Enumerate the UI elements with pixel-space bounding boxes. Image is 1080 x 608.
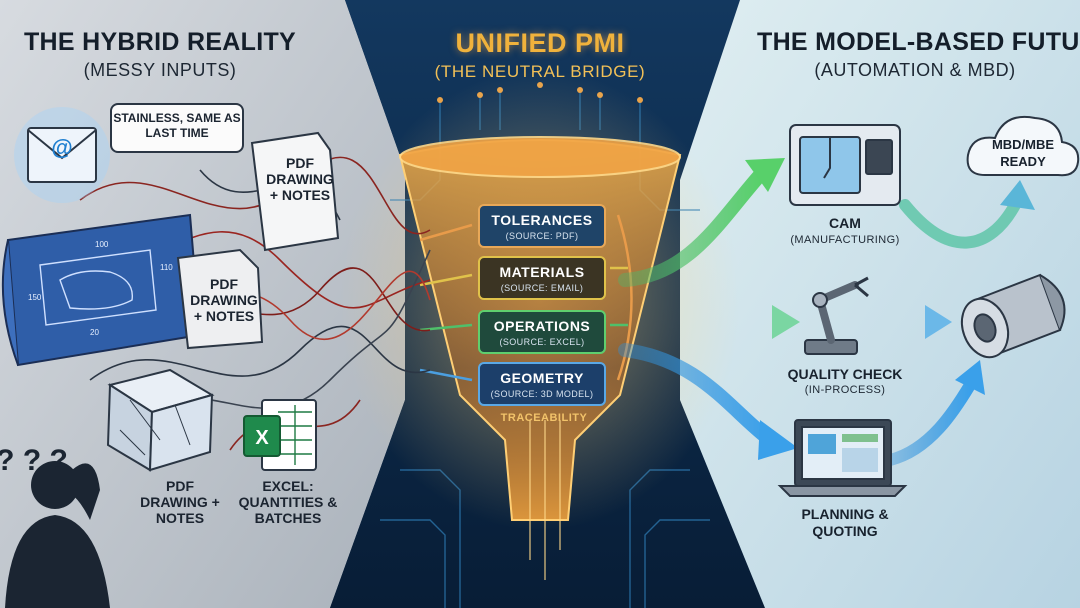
quality-check-sublabel: (IN-PROCESS) [804,384,886,396]
svg-text:@: @ [51,135,72,160]
pdf-doc-label-1: PDF DRAWING + NOTES [266,155,334,203]
email-icon: @ [14,107,110,203]
excel-label: EXCEL: QUANTITIES & BATCHES [238,478,338,526]
pmi-box-title: TOLERANCES [491,212,593,228]
excel-icon: X [243,399,317,471]
blueprint-drawing: 100 20 150 110 [1,213,202,367]
quality-check-label: QUALITY CHECK [787,366,903,382]
pmi-box-title: MATERIALS [499,264,585,280]
question-marks: ? ? ? [0,444,68,477]
cam-label: CAM [829,215,861,231]
pdf-document-1 [250,131,340,252]
pmi-box-operations: OPERATIONS (SOURCE: EXCEL) [478,310,606,354]
traceability-label: TRACEABILITY [500,412,588,424]
pmi-box-materials: MATERIALS (SOURCE: EMAIL) [478,256,606,300]
robot-arm-icon [804,276,869,355]
pmi-box-title: OPERATIONS [493,318,591,334]
pdf-doc-label-3: PDF DRAWING + NOTES [140,478,220,526]
cnc-machine-icon [789,124,901,206]
center-title: UNIFIED PMI [455,28,625,58]
cloud-label: MBD/MBE READY [991,137,1055,169]
dim-label: 20 [90,328,99,337]
speech-bubble-text: STAINLESS, SAME AS LAST TIME [113,111,241,140]
pmi-box-source: (SOURCE: 3D MODEL) [490,389,594,399]
svg-text:X: X [255,427,269,449]
machined-part-icon [960,273,1066,359]
left-subtitle: (MESSY INPUTS) [83,60,237,80]
right-subtitle: (AUTOMATION & MBD) [814,60,1016,80]
pmi-box-tolerances: TOLERANCES (SOURCE: PDF) [478,204,606,248]
laptop-icon [777,419,908,497]
planning-quoting-label: PLANNING & QUOTING [801,506,889,539]
pmi-box-source: (SOURCE: PDF) [505,231,579,241]
pmi-box-source: (SOURCE: EXCEL) [499,337,585,347]
cam-sublabel: (MANUFACTURING) [790,234,900,246]
dim-label: 110 [160,263,173,272]
pdf-doc-label-2: PDF DRAWING + NOTES [190,276,258,324]
pmi-box-source: (SOURCE: EMAIL) [500,283,584,293]
left-title: THE HYBRID REALITY [23,28,297,56]
funnel-streams [529,420,561,580]
speech-bubble: STAINLESS, SAME AS LAST TIME [110,103,244,153]
cube-model-icon [106,368,215,472]
pmi-box-title: GEOMETRY [500,370,584,386]
right-title: THE MODEL-BASED FUTURE [757,28,1080,56]
funnel-rim [399,136,681,178]
feed-arrows [419,214,633,382]
pmi-box-geometry: GEOMETRY (SOURCE: 3D MODEL) [478,362,606,406]
pdf-document-2 [176,248,264,350]
dim-label: 100 [95,240,109,249]
flow-arrows [618,158,1035,466]
confused-person-icon [5,461,110,608]
center-subtitle: (THE NEUTRAL BRIDGE) [434,62,646,81]
dim-label: 150 [28,293,42,302]
cloud-icon [966,116,1080,177]
